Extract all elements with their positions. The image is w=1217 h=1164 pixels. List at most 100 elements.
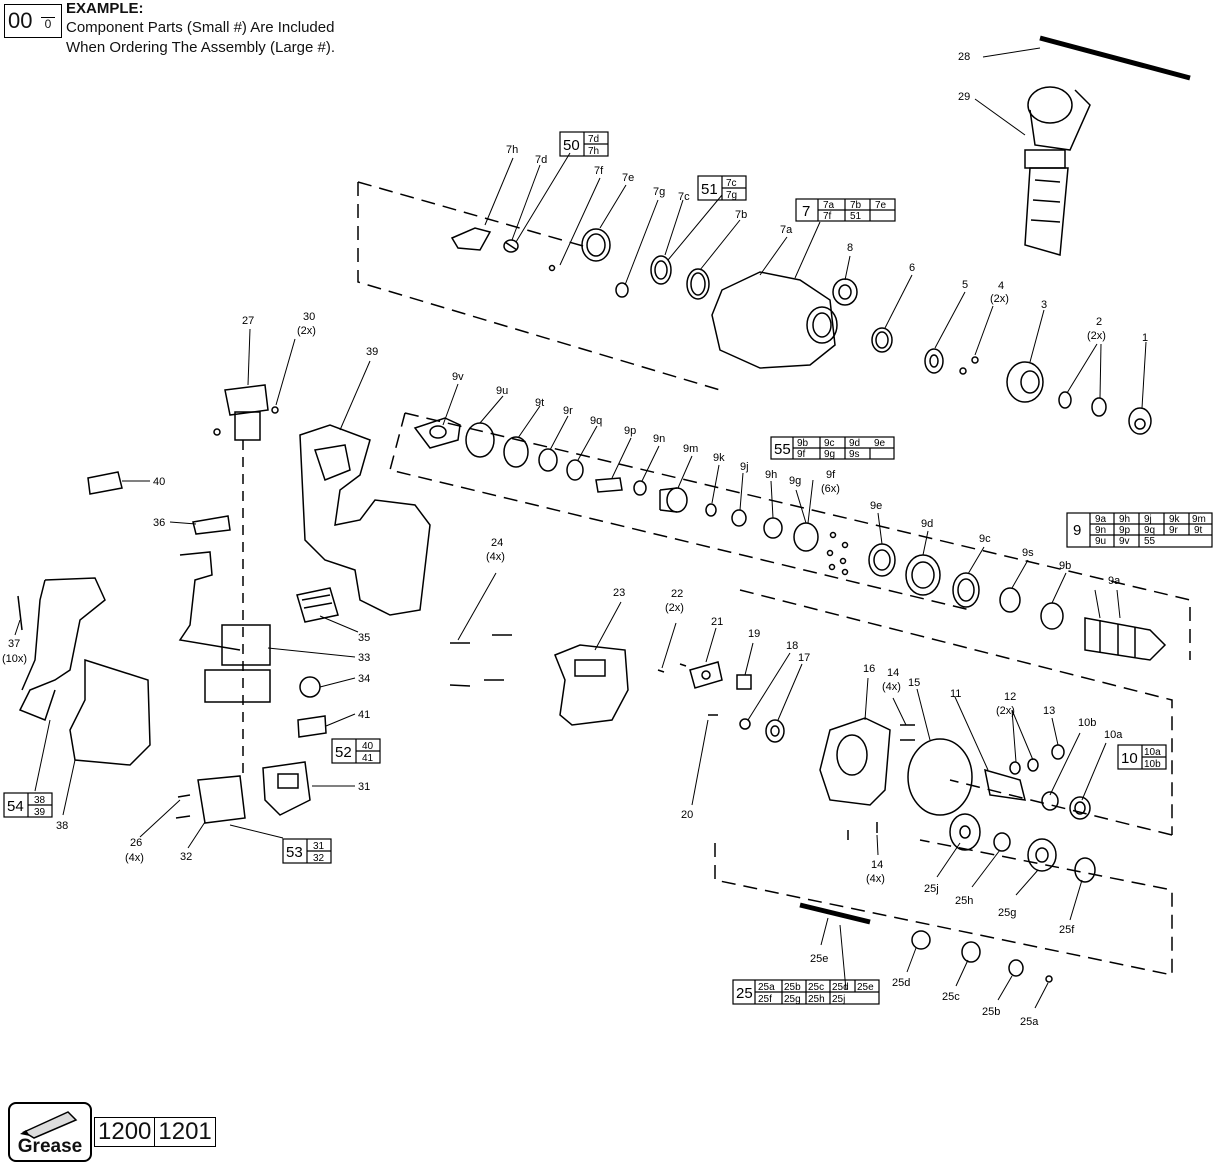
part-25j-gear [949,813,981,851]
part-15-gasket [907,738,973,816]
example-description: Component Parts (Small #) Are Included W… [66,18,406,58]
label-25e: 25e [810,953,828,965]
label-7h: 7h [506,144,518,156]
label-25f: 25f [1059,924,1075,936]
part-36-pcb [192,515,231,535]
label-9c: 9c [979,533,991,545]
part-40-switch [87,471,123,495]
label-4-qty: (2x) [990,293,1009,305]
part-9n-washer [633,480,647,496]
assembly-55-r1-d: 9e [874,438,886,449]
part-23-bracket [554,644,629,726]
assembly-51: 51 [701,181,718,198]
assembly-9-r3-b: 9v [1119,536,1130,547]
label-9s: 9s [1022,547,1034,559]
label-28: 28 [958,51,970,63]
part-9a-spindle [1084,617,1167,661]
label-7g: 7g [653,186,665,198]
part-9b-ring [1040,602,1064,630]
assembly-54-part-39: 39 [34,807,46,818]
group-9-outline [404,412,1191,660]
label-36: 36 [153,517,165,529]
label-38: 38 [56,820,68,832]
grease-codes: 1200 1201 [94,1117,216,1147]
label-13: 13 [1043,705,1055,717]
label-16: 16 [863,663,875,675]
part-54-housing-left [18,577,106,721]
label-19: 19 [748,628,760,640]
part-7d-spring [503,239,519,253]
part-9d-gear [905,554,941,596]
label-6: 6 [909,262,915,274]
label-21: 21 [711,616,723,628]
part-25e-shaft [799,902,871,925]
assembly-25-r1-c: 25c [808,982,824,993]
part-7f-ball [548,264,556,272]
label-9d: 9d [921,518,933,530]
part-38-housing-right [69,658,151,766]
part-1-cap [1128,407,1152,435]
assembly-10-part-10b: 10b [1144,759,1161,770]
assembly-25-r1-d: 25d [832,982,849,993]
label-30-qty: (2x) [297,325,316,337]
part-9r-ring [538,448,558,472]
part-9p-pin [595,477,623,493]
label-9f: 9f [826,469,836,481]
label-9n: 9n [653,433,665,445]
part-7a-housing [711,271,838,369]
label-2: 2 [1096,316,1102,328]
part-25g-clutch [1027,838,1057,872]
part-7e-ring [581,228,611,262]
part-22-screws [657,663,687,673]
part-11-cylinder [984,768,1026,801]
label-25d: 25d [892,977,910,989]
assembly-25: 25 [736,985,753,1002]
label-37-qty: (10x) [2,653,27,665]
part-5-washer [924,348,944,374]
label-22: 22 [671,588,683,600]
part-39-housing [299,424,431,616]
assembly-25-r2-b: 25g [784,994,801,1005]
grease-code-1: 1200 [98,1118,152,1145]
part-9c-sleeve [952,572,980,608]
grease-code-2: 1201 [154,1118,214,1146]
label-20: 20 [681,809,693,821]
assembly-25-r2-d: 25j [832,994,845,1005]
part-9h-bearing [763,517,783,539]
part-4-balls [959,356,979,375]
assembly-9: 9 [1073,522,1081,539]
label-7b: 7b [735,209,747,221]
part-35-pad [296,587,339,623]
label-18: 18 [786,640,798,652]
label-35: 35 [358,632,370,644]
assembly-7-part-7a: 7a [823,200,835,211]
label-4: 4 [998,280,1004,292]
assembly-55-r2-b: 9g [824,449,835,460]
label-9v: 9v [452,371,464,383]
assembly-9-r3-a: 9u [1095,536,1106,547]
assembly-55-r1-c: 9d [849,438,860,449]
label-39: 39 [366,346,378,358]
assembly-54-part-38: 38 [34,795,46,806]
part-7c-ring [650,255,672,285]
example-assembly-number: 00 [8,8,33,33]
label-34: 34 [358,673,370,685]
assembly-51-part-7c: 7c [726,178,737,189]
part-9j-ring [731,509,747,527]
label-7c: 7c [678,191,690,203]
group-7-outline [357,181,591,249]
label-14: 14 [887,667,899,679]
label-9t: 9t [535,397,544,409]
part-8-clip [832,278,858,306]
label-24-qty: (4x) [486,551,505,563]
assembly-9-r1-b: 9h [1119,514,1130,525]
example-line-1: Component Parts (Small #) Are Included [66,19,335,36]
example-component-number: 0 [41,9,55,31]
part-9e-gear [868,543,896,577]
label-7a: 7a [780,224,793,236]
part-25a-ball [1045,975,1053,983]
part-14-screws [847,724,915,840]
label-26: 26 [130,837,142,849]
assembly-52-part-41: 41 [362,753,374,764]
example-heading: EXAMPLE: [66,0,144,17]
